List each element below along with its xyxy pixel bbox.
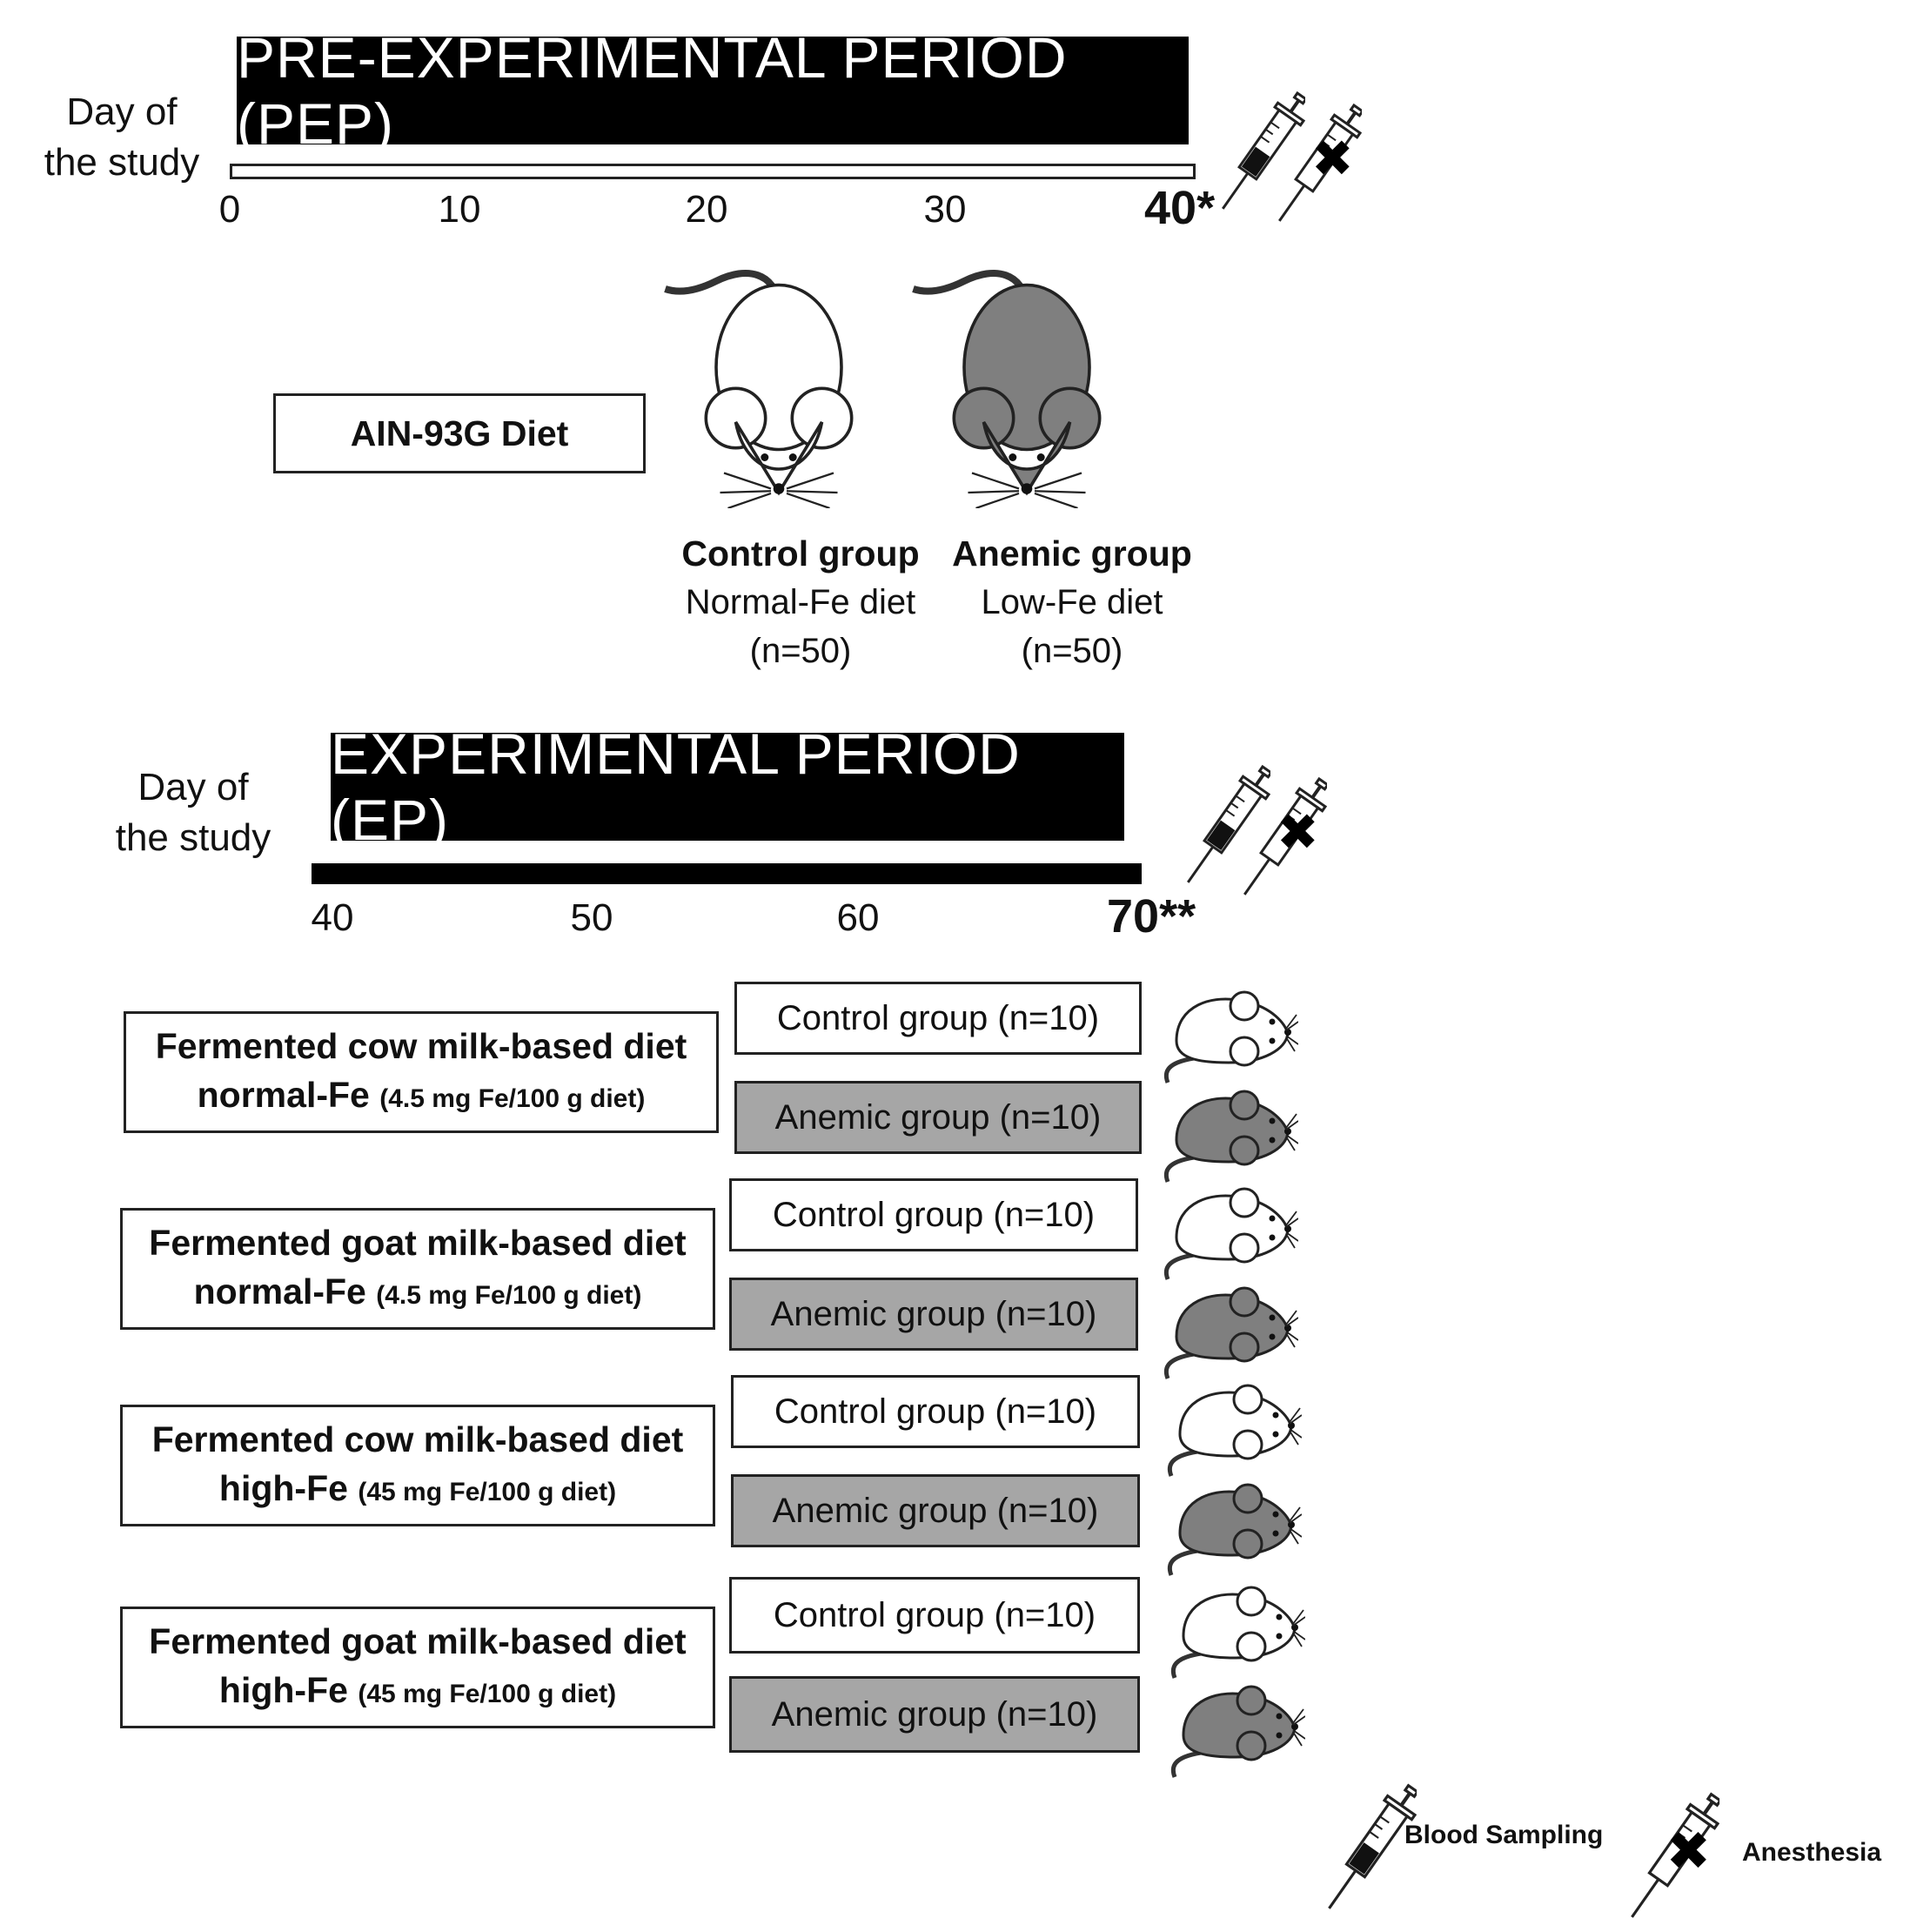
diet-box-goat-high-fe: Fermented goat milk-based diet high-Fe (… (120, 1607, 715, 1728)
control-rat-side-icon (1159, 980, 1298, 1084)
pep-timeline-bar (230, 164, 1196, 179)
diet-fe-level: high-Fe (218, 1669, 348, 1710)
pep-tick-0: 0 (218, 188, 241, 231)
pep-anemic-title: Anemic group (952, 533, 1192, 574)
diet-box-line2: normal-Fe (4.5 mg Fe/100 g diet) (194, 1267, 642, 1320)
control-rat-icon (661, 248, 896, 518)
svg-text:✖: ✖ (1311, 129, 1354, 188)
ep-title-banner: EXPERIMENTAL PERIOD (EP) (331, 721, 1124, 852)
pep-anemic-caption: Anemic group Low-Fe diet (n=50) (942, 529, 1203, 675)
subgroup-anemic-2: Anemic group (n=10) (729, 1278, 1138, 1351)
anemic-rat-side-icon (1159, 1276, 1298, 1380)
anemic-rat-side-icon (1166, 1674, 1305, 1779)
diet-fe-amount: (4.5 mg Fe/100 g diet) (376, 1280, 642, 1310)
pep-anemic-diet: Low-Fe diet (981, 583, 1163, 621)
diet-box-line2: high-Fe (45 mg Fe/100 g diet) (219, 1464, 616, 1517)
pep-title-banner: PRE-EXPERIMENTAL PERIOD (PEP) (237, 25, 1189, 156)
legend-anesthesia-label: Anesthesia (1742, 1838, 1882, 1867)
pep-day-label-line1: Day of (66, 91, 178, 133)
diet-box-line1: Fermented cow milk-based diet (151, 1419, 684, 1459)
subgroup-anemic-1: Anemic group (n=10) (734, 1081, 1142, 1154)
diet-box-line2: high-Fe (45 mg Fe/100 g diet) (219, 1666, 616, 1719)
ep-tick-50: 50 (570, 896, 613, 939)
pep-tick-20: 20 (685, 188, 728, 231)
pep-control-n: (n=50) (749, 632, 852, 670)
ain93g-diet-box: AIN-93G Diet (273, 393, 646, 473)
diet-box-line1: Fermented cow milk-based diet (155, 1025, 687, 1066)
ep-day-label: Day of the study (97, 762, 289, 863)
diet-fe-level: normal-Fe (193, 1271, 366, 1311)
ep-anesthesia-icon: ✖ (1240, 769, 1327, 909)
anemic-rat-side-icon (1163, 1472, 1302, 1577)
diet-box-line1: Fermented goat milk-based diet (149, 1222, 687, 1263)
control-rat-side-icon (1166, 1575, 1305, 1680)
diet-fe-amount: (4.5 mg Fe/100 g diet) (379, 1083, 646, 1113)
subgroup-control-4: Control group (n=10) (729, 1577, 1140, 1654)
pep-control-caption: Control group Normal-Fe diet (n=50) (670, 529, 931, 675)
ep-tick-end: 70** (1107, 890, 1196, 943)
pep-anemic-n: (n=50) (1021, 632, 1123, 670)
subgroup-control-1: Control group (n=10) (734, 982, 1142, 1055)
pep-tick-10: 10 (438, 188, 481, 231)
anemic-rat-icon (909, 248, 1144, 518)
ep-day-label-line1: Day of (137, 766, 249, 808)
subgroup-control-3: Control group (n=10) (731, 1375, 1140, 1448)
diet-box-goat-normal-fe: Fermented goat milk-based diet normal-Fe… (120, 1208, 715, 1330)
diet-fe-amount: (45 mg Fe/100 g diet) (358, 1679, 617, 1708)
ep-day-label-line2: the study (115, 816, 271, 859)
pep-tick-30: 30 (923, 188, 967, 231)
diet-fe-amount: (45 mg Fe/100 g diet) (358, 1477, 617, 1506)
svg-text:✖: ✖ (1277, 802, 1319, 862)
pep-anesthesia-icon: ✖ (1275, 96, 1362, 235)
subgroup-anemic-3: Anemic group (n=10) (731, 1474, 1140, 1547)
ep-tick-60: 60 (836, 896, 880, 939)
subgroup-anemic-4: Anemic group (n=10) (729, 1676, 1140, 1753)
diet-box-cow-normal-fe: Fermented cow milk-based diet normal-Fe … (124, 1011, 719, 1133)
subgroup-control-2: Control group (n=10) (729, 1178, 1138, 1251)
diet-box-line1: Fermented goat milk-based diet (149, 1620, 687, 1661)
pep-control-title: Control group (681, 533, 920, 574)
diet-box-cow-high-fe: Fermented cow milk-based diet high-Fe (4… (120, 1405, 715, 1526)
diet-box-line2: normal-Fe (4.5 mg Fe/100 g diet) (198, 1070, 646, 1124)
pep-tick-end: 40* (1144, 182, 1216, 234)
pep-control-diet: Normal-Fe diet (685, 583, 916, 621)
legend-anesthesia-icon: ✖ (1625, 1784, 1721, 1932)
diet-fe-level: high-Fe (218, 1467, 348, 1508)
pep-day-label-line2: the study (44, 141, 200, 184)
diet-fe-level: normal-Fe (197, 1074, 370, 1115)
ain93g-diet-label: AIN-93G Diet (350, 413, 569, 453)
anemic-rat-side-icon (1159, 1079, 1298, 1184)
control-rat-side-icon (1163, 1373, 1302, 1478)
svg-text:✖: ✖ (1666, 1820, 1712, 1882)
ep-timeline-bar (312, 863, 1142, 884)
legend-blood-sampling-label: Blood Sampling (1404, 1821, 1604, 1849)
ep-tick-40: 40 (311, 896, 354, 939)
control-rat-side-icon (1159, 1177, 1298, 1281)
pep-day-label: Day of the study (26, 87, 218, 188)
